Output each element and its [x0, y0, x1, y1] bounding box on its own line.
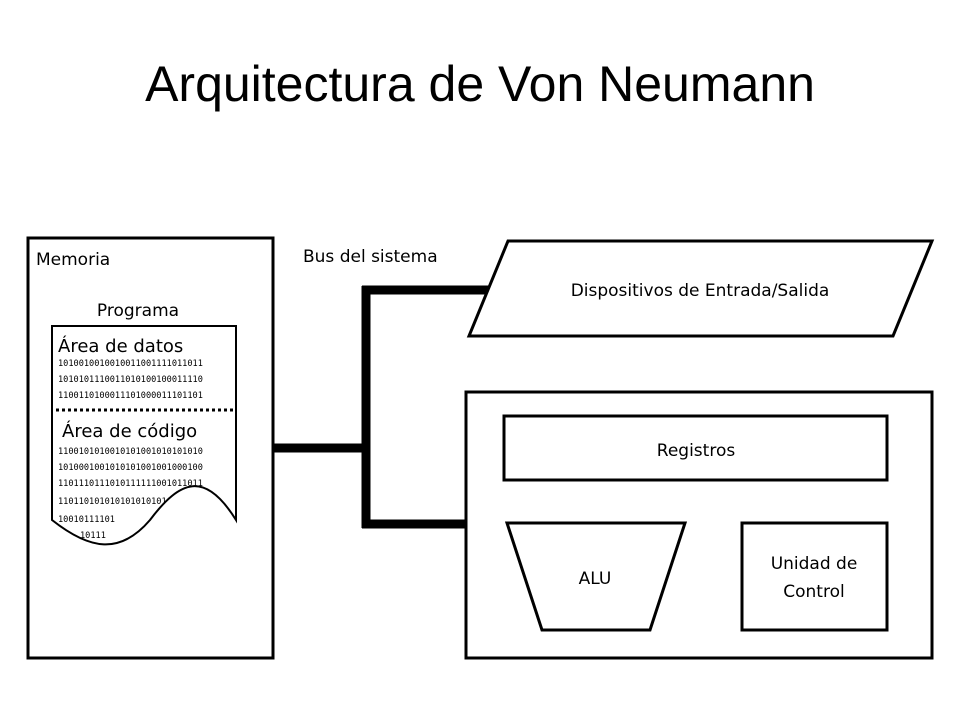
- alu-label: ALU: [579, 569, 612, 589]
- code-bits-row: 1100101010010101001010101010: [58, 447, 203, 457]
- program-label: Programa: [97, 301, 179, 321]
- code-bits-row: 10010111101: [58, 515, 115, 525]
- page-title: Arquitectura de Von Neumann: [145, 56, 815, 112]
- control-label-line1: Unidad de: [771, 554, 858, 574]
- data-bits-row: 1100110100011101000011101101: [58, 391, 203, 401]
- io-label: Dispositivos de Entrada/Salida: [571, 281, 830, 301]
- control-label-line2: Control: [783, 582, 844, 602]
- code-bits-row: 10111: [80, 531, 106, 541]
- registers-box: [502, 414, 889, 482]
- data-area-label: Área de datos: [58, 335, 183, 357]
- code-bits-row: 1010001001010101001001000100: [58, 463, 203, 473]
- alu-shape: [504, 521, 688, 632]
- system-bus: [273, 285, 492, 529]
- io-devices-box: [466, 239, 935, 338]
- control-unit-box: [740, 521, 889, 632]
- program-contents: Área de datos 10100100100100110011110110…: [56, 335, 234, 541]
- program-document: [51, 325, 237, 546]
- memory-label: Memoria: [36, 250, 110, 270]
- data-bits-row: 1010101110011010100100011110: [58, 375, 203, 385]
- bus-label: Bus del sistema: [303, 247, 438, 267]
- registers-label: Registros: [657, 441, 736, 461]
- data-bits-row: 1010010010010011001111011011: [58, 359, 203, 369]
- code-area-label: Área de código: [62, 420, 197, 442]
- code-bits-row: 1101110111010111111001011011: [58, 479, 203, 489]
- code-bits-row: 11011010101010101010101010: [58, 497, 193, 507]
